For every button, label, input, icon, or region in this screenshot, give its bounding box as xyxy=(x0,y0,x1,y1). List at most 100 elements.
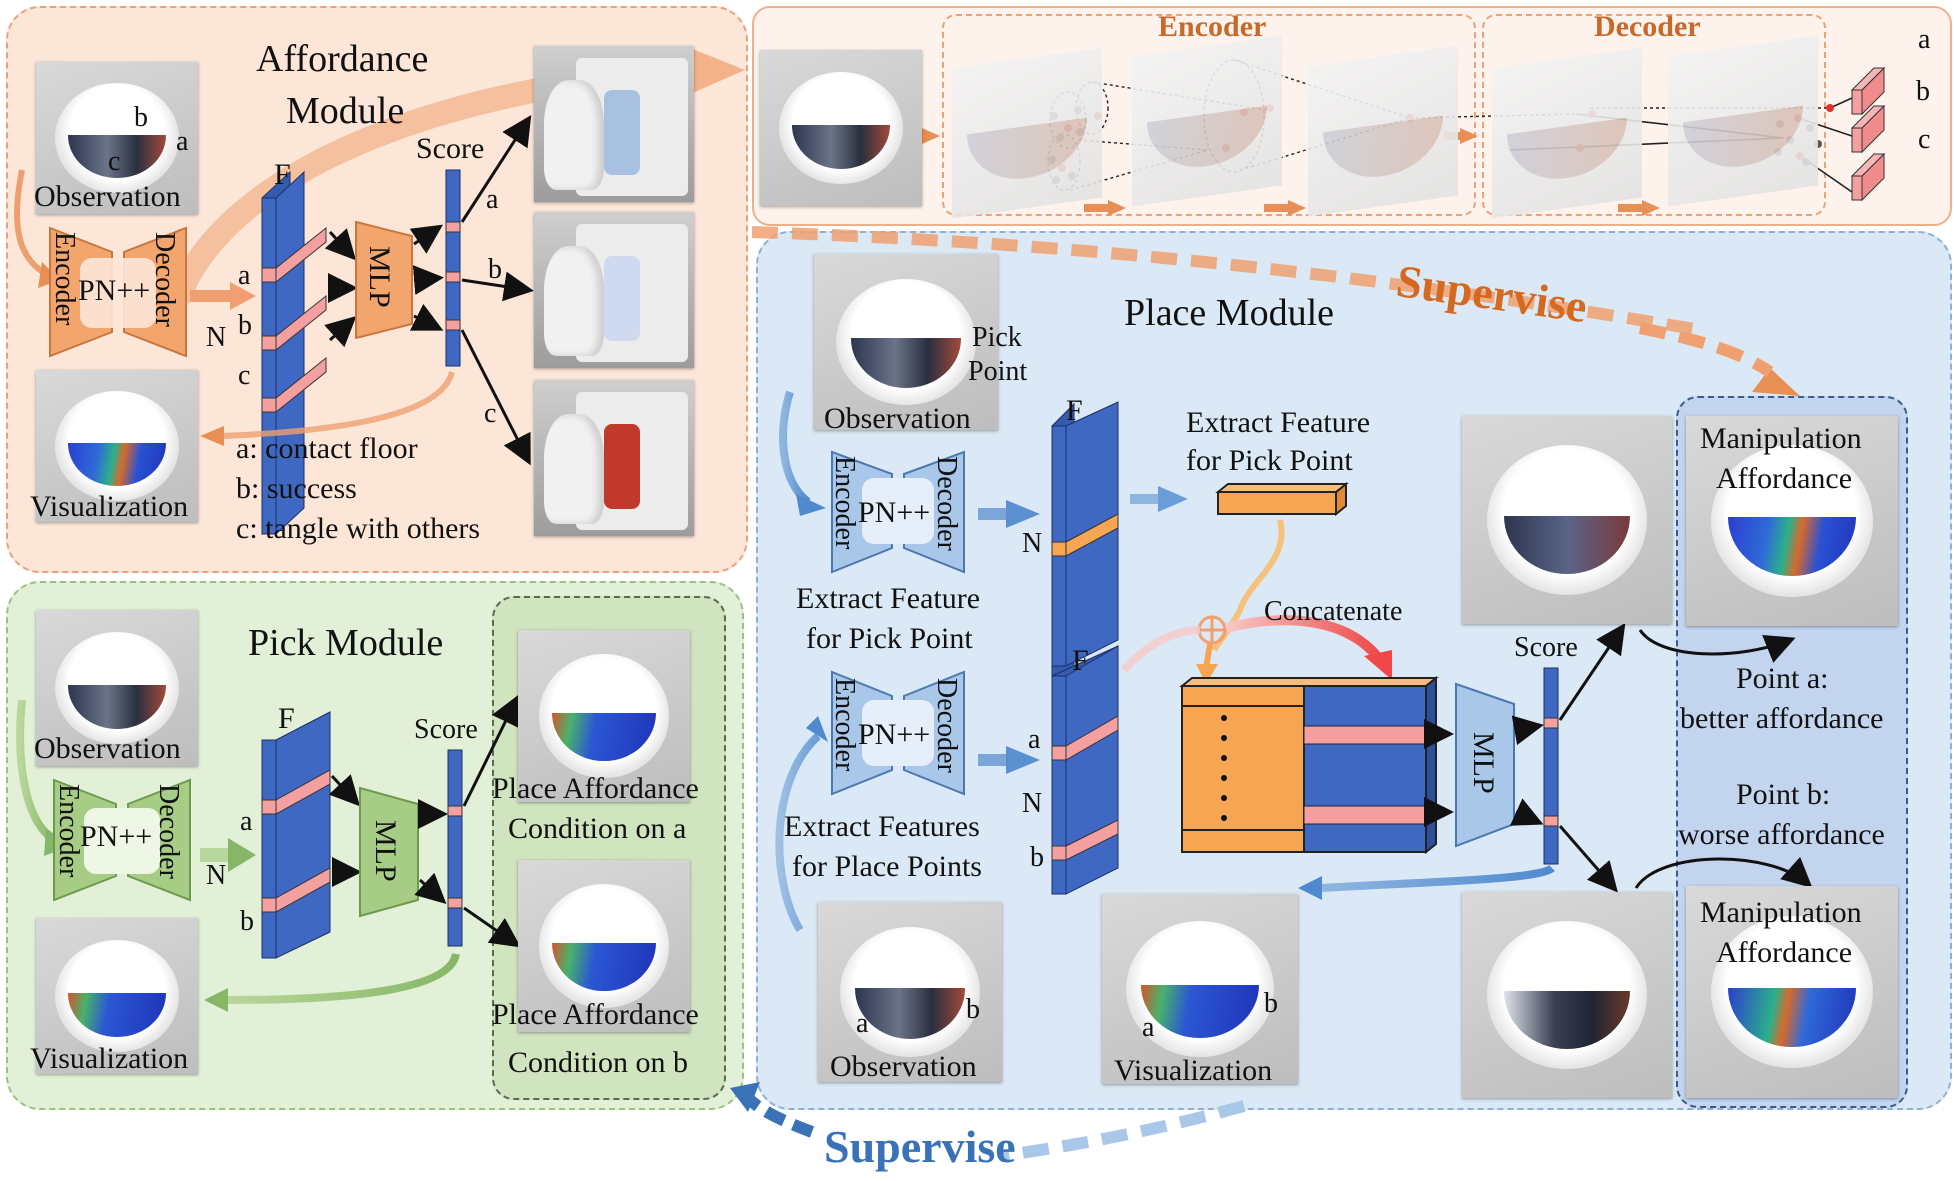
pick-feature-block xyxy=(261,739,277,959)
affordance-module-title-line2: Module xyxy=(286,90,405,132)
point-b-line2: worse affordance xyxy=(1678,818,1885,851)
encoder-stage-1 xyxy=(952,47,1102,219)
obs-to-encoder-arrow xyxy=(14,169,50,278)
manipulation-affordance-b-image xyxy=(1686,886,1898,1098)
affordance-point-b: b xyxy=(238,310,252,341)
place-feature-block-bottom xyxy=(1051,675,1067,895)
pick-point-a-label: a xyxy=(240,806,253,837)
place-point-a-label: a xyxy=(1028,724,1041,755)
point-b-line1: Point b: xyxy=(1736,778,1831,811)
point-a-line2: better affordance xyxy=(1680,702,1884,735)
affordance-visualization-image xyxy=(36,370,198,522)
affordance-obs-point-a: a xyxy=(176,126,189,157)
affordance-to-pointnet-arrowhead xyxy=(690,48,745,94)
place-affordance-a-image xyxy=(518,630,690,802)
affordance-observation-label: Observation xyxy=(34,180,181,213)
place-decoder-top-label: Decoder xyxy=(931,456,962,551)
decoder-stage-1 xyxy=(1492,47,1642,219)
supervise-top-arrow xyxy=(751,226,1702,336)
place-result-b-image xyxy=(1462,892,1672,1098)
affordance-feature-label: F xyxy=(274,158,291,191)
output-feature-b xyxy=(1850,104,1886,154)
pick-score-label: Score xyxy=(414,714,478,745)
output-label-c: c xyxy=(1918,124,1931,155)
pick-point-slice xyxy=(1051,513,1119,557)
affordance-score-bar xyxy=(445,169,461,367)
place-encoder-top-label: Encoder xyxy=(829,456,860,550)
decoder-stage-box xyxy=(1482,14,1826,216)
decoder-title: Decoder xyxy=(1594,10,1701,43)
robot-result-a xyxy=(534,46,694,202)
pick-n-label: N xyxy=(206,860,227,891)
extract-place-line2: for Place Points xyxy=(792,850,982,883)
place-backbone-top-label: PN++ xyxy=(858,496,931,529)
place-slice-b xyxy=(1051,819,1119,861)
output-feature-c xyxy=(1850,152,1886,202)
manipulation-b-line2: Affordance xyxy=(1716,936,1853,969)
extract-pick-left-line2: for Pick Point xyxy=(806,622,973,655)
affordance-backbone-label: PN++ xyxy=(78,274,151,307)
pick-observation-label: Observation xyxy=(34,732,181,765)
place-n-top-label: N xyxy=(1022,528,1043,559)
legend-tangle: c: tangle with others xyxy=(236,512,481,545)
place-result-a-image xyxy=(1462,416,1672,624)
legend-contact-floor: a: contact floor xyxy=(236,432,418,465)
place-affordance-b-line1: Place Affordance xyxy=(492,998,699,1031)
place-decoder-bottom-label: Decoder xyxy=(931,678,962,773)
place-module-title: Place Module xyxy=(1124,292,1335,334)
extract-pick-right-line2: for Pick Point xyxy=(1186,444,1353,477)
encoder-stage-2 xyxy=(1132,35,1282,207)
robot-result-c xyxy=(534,380,694,536)
output-label-a: a xyxy=(1918,24,1931,55)
place-slice-a xyxy=(1051,715,1119,761)
concatenate-label: Concatenate xyxy=(1264,596,1403,627)
affordance-mlp-label: MLP xyxy=(363,246,396,308)
bottom-vis-point-b: b xyxy=(1264,988,1278,1019)
feature-slice-b xyxy=(261,294,327,352)
robot-result-b xyxy=(534,212,694,368)
supervise-bottom-label: Supervise xyxy=(824,1121,1016,1172)
place-feature-top-label: F xyxy=(1066,394,1083,427)
bottom-obs-point-a: a xyxy=(856,1008,869,1039)
pick-observation-image xyxy=(36,610,198,766)
manipulation-a-line1: Manipulation xyxy=(1700,422,1862,455)
place-affordance-a-line2: Condition on a xyxy=(508,812,687,845)
extract-pick-right-line1: Extract Feature xyxy=(1186,406,1371,439)
affordance-observation-image xyxy=(36,62,198,214)
affordance-encoder-label: Encoder xyxy=(49,232,80,326)
encoder-stage-3 xyxy=(1308,45,1458,217)
pick-mlp-label: MLP xyxy=(369,820,402,882)
affordance-n-label: N xyxy=(206,322,227,353)
encoder-to-feature-arrow xyxy=(230,282,256,310)
pick-visualization-image xyxy=(36,918,198,1074)
place-score-label: Score xyxy=(1514,632,1578,663)
manipulation-a-line2: Affordance xyxy=(1716,462,1853,495)
place-n-bottom-label: N xyxy=(1022,788,1043,819)
manipulation-affordance-a-image xyxy=(1686,416,1898,626)
place-mlp-label: MLP xyxy=(1467,732,1500,794)
affordance-outcome-c: c xyxy=(484,398,497,429)
pick-point-label-line1: Pick xyxy=(972,322,1022,353)
affordance-point-a: a xyxy=(238,260,251,291)
pick-point-feature xyxy=(1217,491,1337,515)
place-affordance-b-image xyxy=(518,860,690,1032)
affordance-module-title-line1: Affordance xyxy=(256,38,429,80)
pick-backbone-label: PN++ xyxy=(80,820,153,853)
affordance-obs-point-b: b xyxy=(134,102,148,133)
supervise-bottom-arrow xyxy=(999,1100,1246,1162)
output-label-b: b xyxy=(1916,76,1930,107)
affordance-score-label: Score xyxy=(416,132,485,165)
pick-feature-label: F xyxy=(278,702,295,735)
pointnet-input-observation xyxy=(760,50,922,206)
place-observation-image xyxy=(814,254,998,430)
pick-point-label-line2: Point xyxy=(968,356,1028,387)
feature-slice-c xyxy=(261,356,327,414)
extract-pick-left-line1: Extract Feature xyxy=(796,582,981,615)
decoder-stage-2 xyxy=(1668,35,1818,207)
place-backbone-bottom-label: PN++ xyxy=(858,718,931,751)
pick-score-bar xyxy=(447,749,463,947)
affordance-outcome-a: a xyxy=(486,184,499,215)
place-score-bar xyxy=(1543,667,1559,865)
pick-decoder-label: Decoder xyxy=(153,784,184,879)
place-affordance-b-line2: Condition on b xyxy=(508,1046,689,1079)
